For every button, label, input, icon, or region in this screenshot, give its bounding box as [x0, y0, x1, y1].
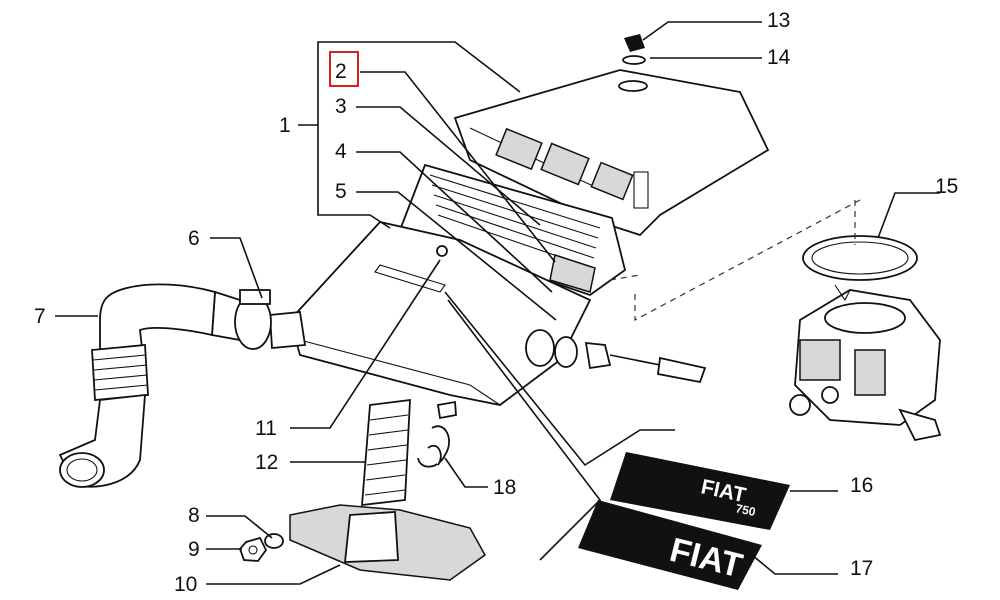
- callout-13: 13: [767, 9, 790, 32]
- nut-washer: [238, 533, 284, 562]
- gasket-ring: [802, 235, 918, 281]
- clip: [417, 425, 450, 468]
- filter-lid: [453, 69, 770, 237]
- hose-clamp: [234, 289, 272, 350]
- decal-small-number: 750: [734, 501, 757, 519]
- dashed-outline: [609, 199, 861, 321]
- leader-lines: [55, 21, 940, 585]
- filter-housing: [288, 221, 707, 420]
- callout-4: 4: [335, 140, 347, 163]
- callout-11: 11: [255, 417, 277, 440]
- callout-8: 8: [188, 504, 200, 527]
- callout-10: 10: [174, 573, 197, 596]
- decal-small: FIAT 750: [610, 452, 790, 530]
- callout-7: 7: [34, 305, 46, 328]
- support-bracket: [289, 504, 486, 581]
- highlight-box: [329, 51, 359, 87]
- callout-14: 14: [767, 46, 791, 69]
- callout-6: 6: [188, 227, 200, 250]
- callout-5: 5: [335, 180, 347, 203]
- wing-nut: [622, 34, 646, 65]
- callout-17: 17: [850, 557, 873, 580]
- callout-3: 3: [335, 95, 347, 118]
- callout-12: 12: [255, 451, 278, 474]
- callout-2: 2: [335, 60, 347, 83]
- callout-16: 16: [850, 474, 873, 497]
- callout-1: 1: [279, 114, 291, 137]
- callout-18: 18: [493, 476, 516, 499]
- callout-15: 15: [935, 175, 958, 198]
- filter-element: [398, 163, 627, 297]
- lower-hose: [361, 398, 411, 507]
- callout-numbers: 1 2 3 4 5 6 7 8 9 10 11 12 13 14 15 16 1…: [34, 9, 958, 596]
- callout-9: 9: [188, 538, 200, 561]
- carburetor: [789, 284, 942, 442]
- intake-duct: [58, 283, 307, 488]
